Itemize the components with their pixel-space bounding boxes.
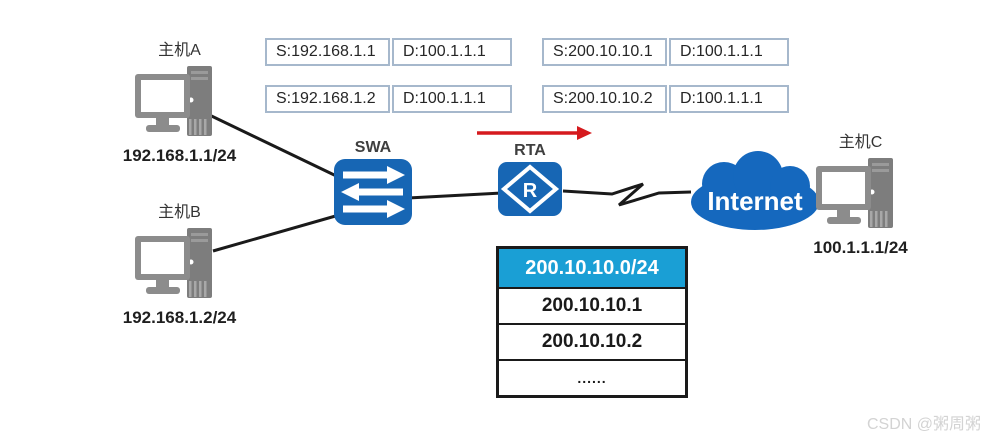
wire-swa-rta [407, 191, 503, 200]
computer-icon [816, 158, 893, 228]
packet-dst: D:100.1.1.1 [669, 38, 789, 66]
lightning-wan-link [562, 182, 692, 207]
host-c-ip: 100.1.1.1/24 [813, 238, 908, 257]
router-label: RTA [514, 142, 546, 159]
router-rta: RTA R [494, 142, 566, 217]
host-b-name: 主机B [158, 204, 201, 221]
watermark: CSDN @粥周粥 [866, 416, 981, 433]
packet-src: S:200.10.10.1 [542, 38, 667, 66]
packet-dst: D:100.1.1.1 [392, 38, 512, 66]
host-b: 主机B 192.168.1.2/24 [112, 198, 247, 328]
wire-hostb-swa [212, 209, 354, 253]
packet-src: S:192.168.1.2 [265, 85, 390, 113]
router-icon: R [498, 162, 562, 216]
nat-pool-row: 200.10.10.1 [499, 287, 685, 323]
switch-icon [334, 159, 412, 225]
packet-public-2: S:200.10.10.2 D:100.1.1.1 [542, 85, 789, 113]
switch-swa: SWA [331, 139, 415, 226]
switch-label: SWA [354, 139, 392, 156]
host-a-name: 主机A [158, 42, 201, 59]
nat-pool-header: 200.10.10.0/24 [499, 249, 685, 287]
host-c-name: 主机C [838, 134, 883, 151]
nat-pool-row-ellipsis: ...... [499, 359, 685, 395]
packet-dst: D:100.1.1.1 [392, 85, 512, 113]
red-direction-arrow [477, 126, 592, 140]
computer-icon [135, 228, 212, 298]
host-c: 主机C 100.1.1.1/24 [798, 128, 923, 258]
nat-pool-table: 200.10.10.0/24 200.10.10.1 200.10.10.2 .… [496, 246, 688, 398]
packet-dst: D:100.1.1.1 [669, 85, 789, 113]
computer-icon [135, 66, 212, 136]
host-a-ip: 192.168.1.1/24 [122, 146, 237, 165]
cloud-icon: Internet [691, 151, 819, 230]
packet-public-1: S:200.10.10.1 D:100.1.1.1 [542, 38, 789, 66]
packet-src: S:192.168.1.1 [265, 38, 390, 66]
internet-label: Internet [707, 186, 803, 216]
packet-private-1: S:192.168.1.1 D:100.1.1.1 [265, 38, 512, 66]
internet-cloud: Internet [684, 150, 826, 236]
packet-src: S:200.10.10.2 [542, 85, 667, 113]
packet-private-2: S:192.168.1.2 D:100.1.1.1 [265, 85, 512, 113]
host-a: 主机A 192.168.1.1/24 [112, 36, 247, 166]
wire-hosta-swa [198, 108, 354, 186]
router-letter: R [523, 180, 538, 202]
nat-pool-row: 200.10.10.2 [499, 323, 685, 359]
host-b-ip: 192.168.1.2/24 [122, 308, 237, 327]
